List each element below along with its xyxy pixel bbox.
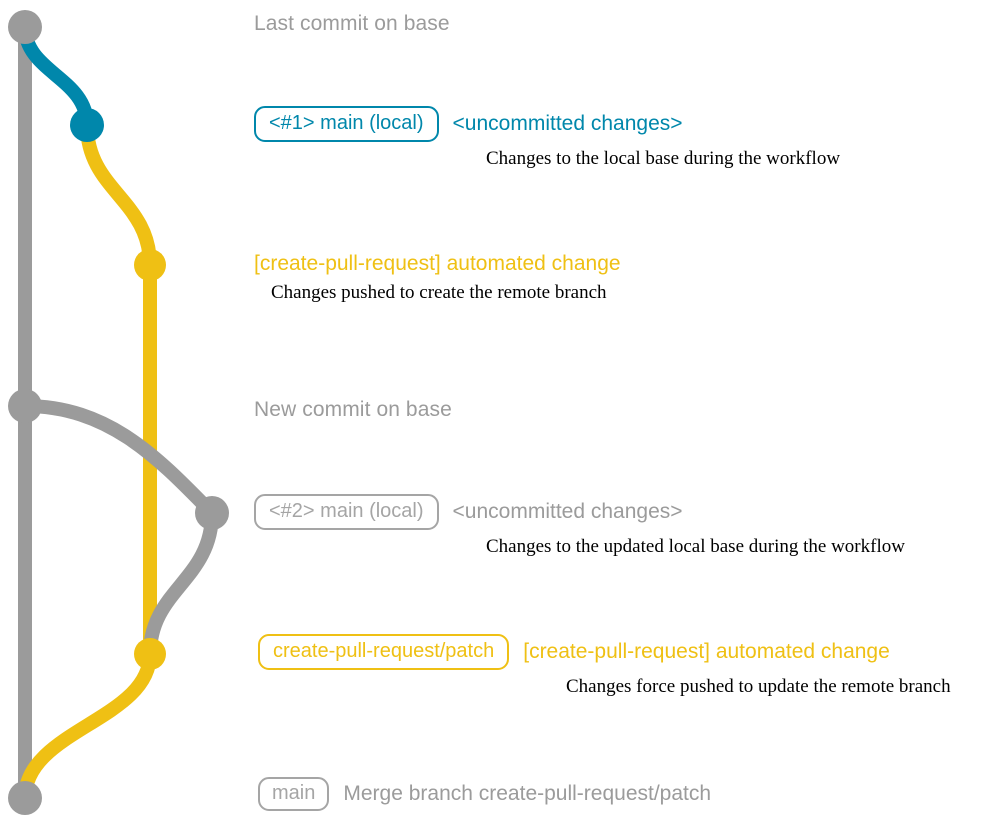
- commit-message-new-commit: New commit on base: [254, 398, 452, 421]
- branch-pill-main-local-2[interactable]: <#2> main (local): [254, 494, 439, 530]
- edge-local-1-to-automated-1: [80, 118, 157, 272]
- commit-headline-local-2: <#2> main (local) <uncommitted changes>: [254, 494, 905, 530]
- commit-description-patch: Changes force pushed to update the remot…: [566, 676, 951, 697]
- commit-row-new-commit: New commit on base: [254, 398, 452, 422]
- commit-headline-merge: main Merge branch create-pull-request/pa…: [258, 777, 711, 811]
- commit-row-merge: main Merge branch create-pull-request/pa…: [258, 777, 711, 811]
- commit-node-base-2: [8, 389, 42, 423]
- branch-pill-main-local-1[interactable]: <#1> main (local): [254, 106, 439, 142]
- commit-headline-automated-1: [create-pull-request] automated change: [254, 252, 621, 276]
- commit-node-automated-2: [134, 638, 166, 670]
- commit-row-local-1: <#1> main (local) <uncommitted changes> …: [254, 106, 840, 170]
- commit-message-automated-1: [create-pull-request] automated change: [254, 252, 621, 275]
- commit-message-merge: Merge branch create-pull-request/patch: [343, 781, 712, 805]
- commit-message-patch: [create-pull-request] automated change: [523, 639, 890, 663]
- edge-local-2-to-automated-2: [143, 506, 219, 661]
- edge-base-2-to-local-2: [18, 399, 219, 520]
- commit-row-last-commit: Last commit on base: [254, 12, 450, 36]
- commit-message-local-2: <uncommitted changes>: [452, 499, 683, 523]
- edge-automated-2-to-merge: [18, 647, 157, 805]
- commit-row-automated-1: [create-pull-request] automated change C…: [254, 252, 621, 304]
- commit-row-patch: create-pull-request/patch [create-pull-r…: [258, 634, 951, 698]
- commit-headline-patch: create-pull-request/patch [create-pull-r…: [258, 634, 951, 670]
- commit-node-local-2: [195, 496, 229, 530]
- branch-pill-main[interactable]: main: [258, 777, 330, 811]
- commit-node-automated-1: [134, 249, 166, 281]
- commit-message-last-commit: Last commit on base: [254, 12, 450, 35]
- commit-description-local-1: Changes to the local base during the wor…: [486, 148, 841, 169]
- commit-message-local-1: <uncommitted changes>: [452, 111, 683, 135]
- commit-description-automated-1: Changes pushed to create the remote bran…: [271, 282, 607, 304]
- branch-pill-create-pull-request-patch[interactable]: create-pull-request/patch: [258, 634, 510, 670]
- commit-node-base-1: [8, 10, 42, 44]
- commit-node-merge: [8, 781, 42, 815]
- commit-row-local-2: <#2> main (local) <uncommitted changes> …: [254, 494, 905, 558]
- commit-description-local-2: Changes to the updated local base during…: [486, 536, 905, 557]
- commit-headline-local-1: <#1> main (local) <uncommitted changes>: [254, 106, 840, 142]
- commit-node-local-1: [70, 108, 104, 142]
